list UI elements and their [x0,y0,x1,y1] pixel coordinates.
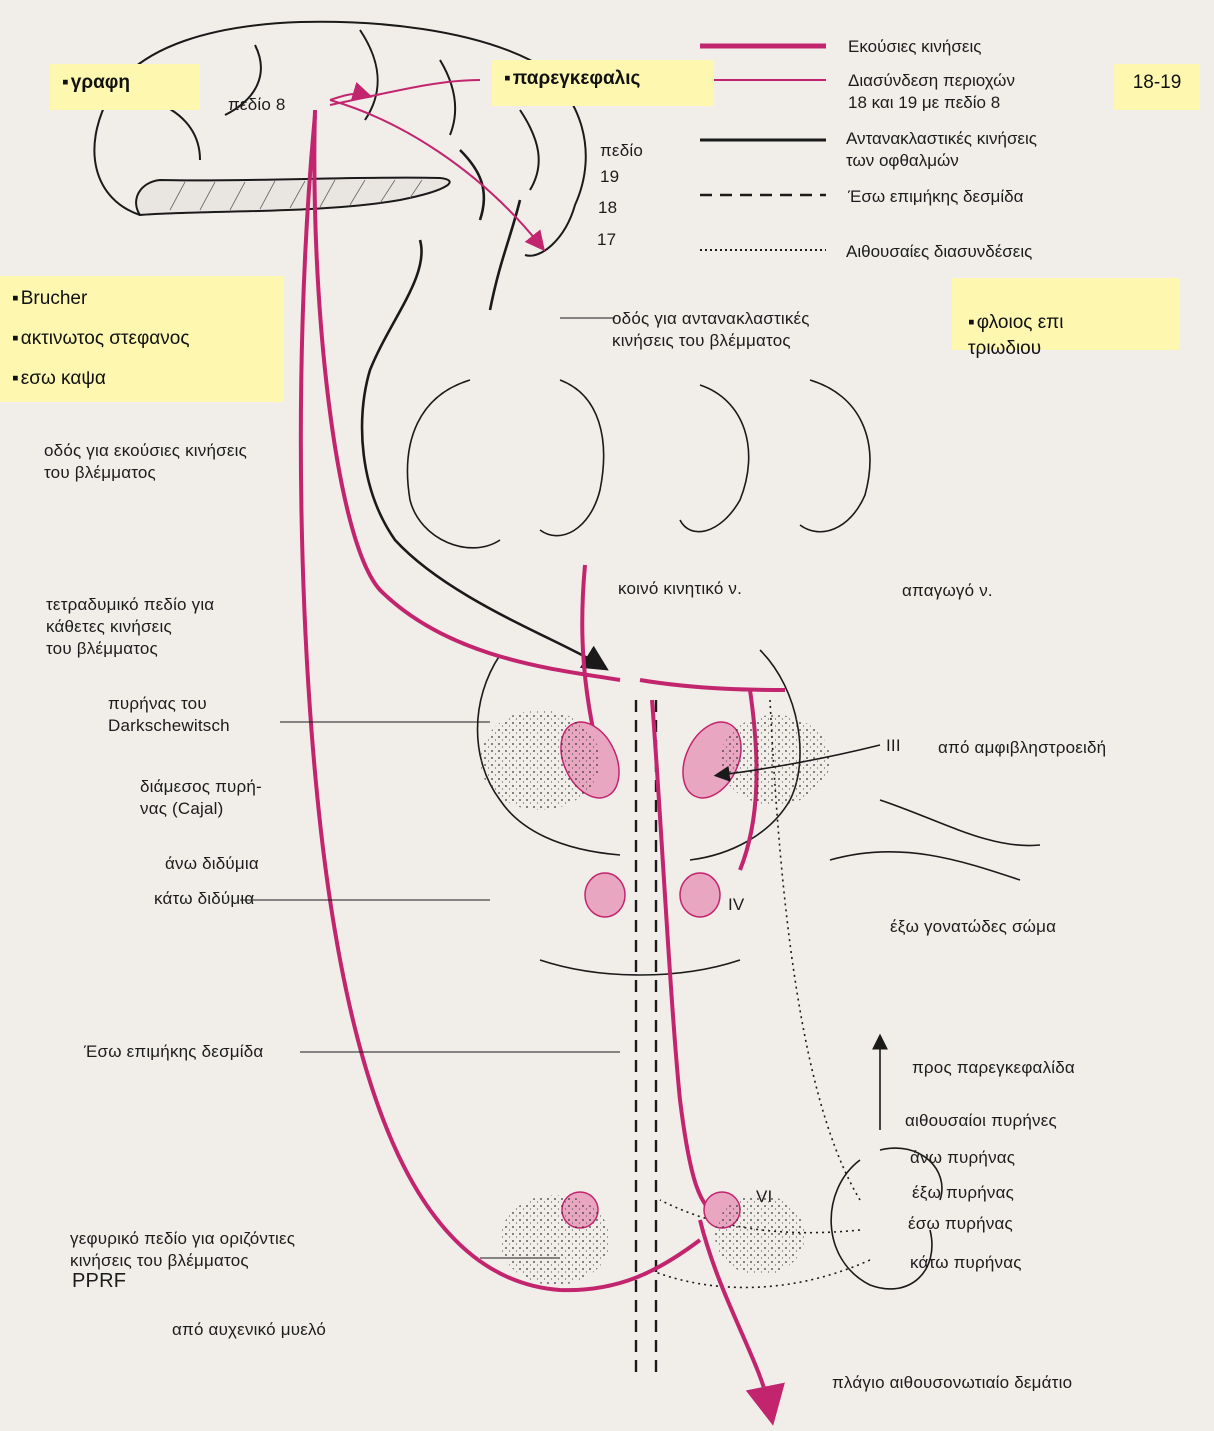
field-18-label: 18 [598,197,617,219]
superior-colliculus-label: άνω διδύμια [165,853,259,875]
legend-voluntary: Εκούσιες κινήσεις [848,36,981,58]
darkschewitsch-label: πυρήνας του Darkschewitsch [108,693,230,737]
reflex-pathway-lines [362,150,600,665]
note-grafi: γραφη [50,64,200,110]
pprf-description-label: γεφυρικό πεδίο για οριζόντιες κινήσεις τ… [70,1228,295,1272]
vestibular-nuclei-label: αιθουσαίοι πυρήνες [905,1110,1057,1132]
legend-mlf: Έσω επιμήκης δεσμίδα [848,186,1023,208]
abducens-nerve-label: απαγωγό ν. [902,580,993,602]
note-item-ciliary-corona: ακτινωτος στεφανος [12,326,272,352]
voluntary-pathway-label: οδός για εκούσιες κινήσεις του βλέμματος [44,440,247,484]
note-left-list: Brucher ακτινωτος στεφανος εσω καψα [0,276,284,402]
lgb-label: έξω γονατώδες σώμα [890,916,1056,938]
reticular-stipple [480,710,830,1285]
note-paregkefalis-text: παρεγκεφαλις [504,68,640,89]
note-item-brucher: Brucher [12,286,272,312]
cajal-label: διάμεσος πυρή- νας (Cajal) [140,776,262,820]
cerebral-hemisphere [94,22,585,256]
field-19-label: πεδίο 19 [600,138,643,190]
reflex-pathway-label: οδός για αντανακλαστικές κινήσεις του βλ… [612,308,810,352]
lateral-nucleus-label: έξω πυρήνας [912,1182,1014,1204]
note-item-internal-capsule: εσω καψα [12,366,272,392]
mlf-label: Έσω επιμήκης δεσμίδα [84,1041,263,1063]
nucleus-iii-label: III [886,735,901,757]
nucleus-vi-label: VI [756,1186,772,1208]
legend-interconnection: Διασύνδεση περιοχών 18 και 19 με πεδίο 8 [848,70,1015,114]
pprf-label: PPRF [72,1270,126,1292]
inferior-colliculus-label: κάτω διδύμια [154,888,254,910]
superior-nucleus-label: άνω πυρήνας [910,1147,1015,1169]
note-page-ref-text: 18-19 [1133,72,1182,93]
lateral-vestibulospinal-tract-label: πλάγιο αιθουσονωτιαίο δεμάτιο [832,1372,1072,1394]
oculomotor-nerve-label: κοινό κινητικό ν. [618,578,742,600]
legend-lines [700,46,826,250]
inferior-nucleus-label: κάτω πυρήνας [910,1252,1022,1274]
medial-nucleus-label: έσω πυρήνας [908,1213,1013,1235]
legend-vestibular: Αιθουσαίες διασυνδέσεις [846,241,1032,263]
note-page-ref: 18-19 [1114,64,1200,110]
note-grafi-text: γραφη [62,72,130,93]
nucleus-iv-label: IV [728,894,744,916]
note-right: φλοιος επι τριωδιου [952,278,1180,350]
note-paregkefalis: παρεγκεφαλις [492,60,714,106]
legend-reflex: Αντανακλαστικές κινήσεις των οφθαλμών [846,128,1037,172]
field-8-label: πεδίο 8 [228,94,286,116]
field-17-label: 17 [597,229,616,251]
tetradymiko-label: τετραδυμικό πεδίο για κάθετες κινήσεις τ… [46,594,214,660]
optic-arrows [720,745,880,1130]
to-cerebellum-label: προς παρεγκεφαλίδα [912,1057,1075,1079]
cervical-cord-label: από αυχενικό μυελό [172,1319,326,1341]
retina-label: από αμφιβληστροειδή [938,737,1106,759]
